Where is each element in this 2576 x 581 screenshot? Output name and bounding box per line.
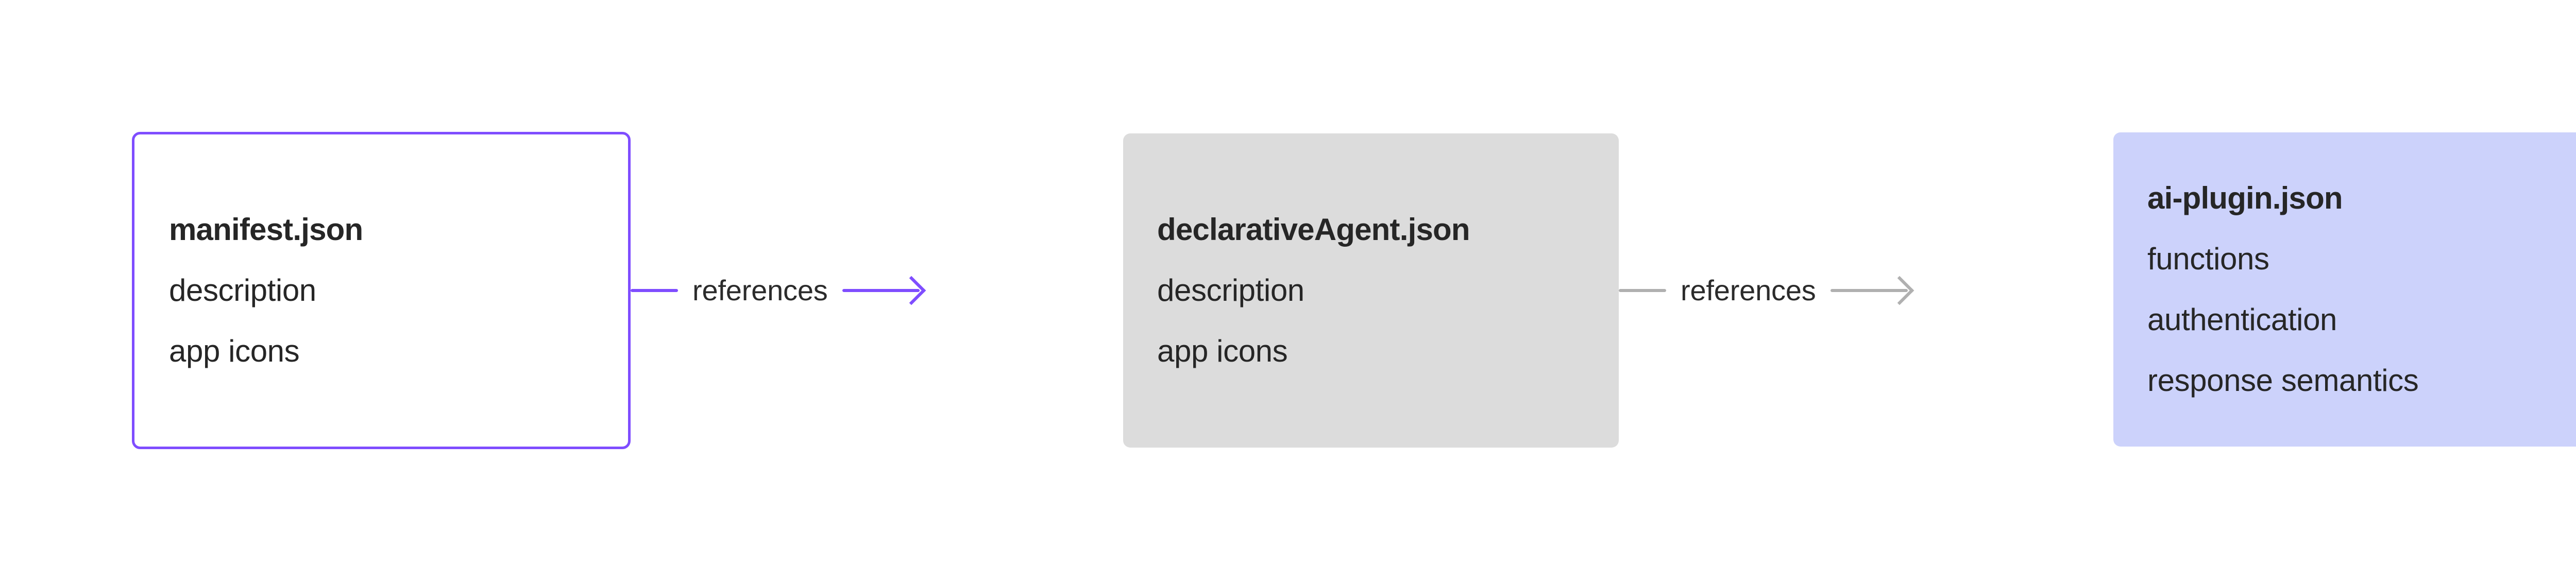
node-aiplugin-line-response-semantics: response semantics [2147,363,2419,398]
node-declarative-title: declarativeAgent.json [1157,212,1470,247]
edge-2-stub [1619,289,1666,292]
node-manifest-line-app-icons: app icons [169,334,300,368]
node-ai-plugin-json[interactable]: ai-plugin.json functions authentication … [2113,132,2576,447]
edge-manifest-to-declarative: references [631,266,1002,315]
node-manifest-json[interactable]: manifest.json description app icons [132,132,631,449]
edge-1-shaft [842,276,926,305]
node-aiplugin-line-functions: functions [2147,242,2269,276]
edge-1-label: references [692,274,828,306]
edge-1-stub [631,289,678,292]
node-manifest-line-description: description [169,273,316,307]
edge-2-label: references [1681,274,1816,306]
arrowhead-icon [896,276,926,305]
node-declarative-line-description: description [1157,273,1304,307]
node-declarative-agent-json[interactable]: declarativeAgent.json description app ic… [1123,133,1619,448]
edge-2-shaft [1830,276,1914,305]
arrowhead-icon [1885,276,1914,305]
node-aiplugin-title: ai-plugin.json [2147,181,2343,215]
node-aiplugin-line-authentication: authentication [2147,302,2337,337]
edge-declarative-to-aiplugin: references [1619,266,1990,315]
node-manifest-title: manifest.json [169,212,363,247]
node-declarative-line-app-icons: app icons [1157,334,1288,368]
